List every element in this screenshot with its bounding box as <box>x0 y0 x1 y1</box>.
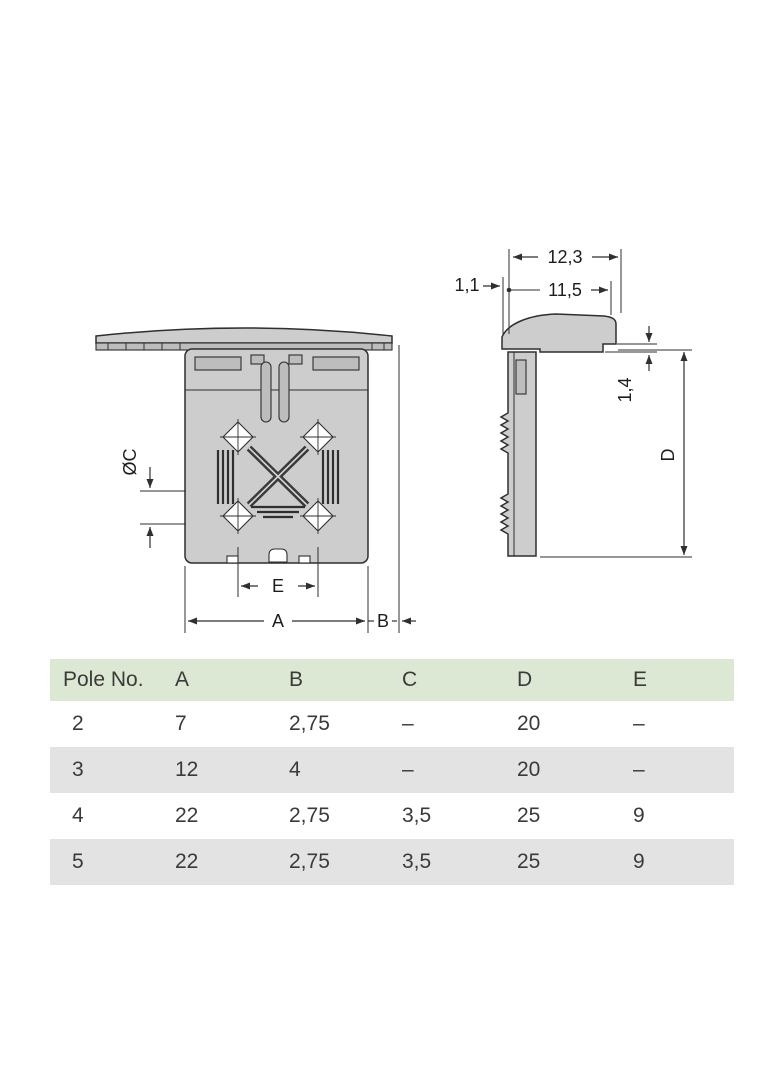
front-slot-right <box>312 356 360 371</box>
table-cell: 12 <box>175 758 199 781</box>
table-header-c: C <box>402 668 418 691</box>
table-cell: 7 <box>175 712 187 735</box>
table-cell: – <box>402 712 414 735</box>
table-cell: 4 <box>289 758 301 781</box>
dim-label-1-4: 1,4 <box>615 377 635 402</box>
table-row-pole-4: 4 22 2,75 3,5 25 9 <box>50 793 734 839</box>
table-cell: 5 <box>72 850 84 873</box>
dim-label-b: B <box>377 611 389 631</box>
hatch-right <box>321 450 340 504</box>
side-body <box>499 351 537 557</box>
hatch-bottom <box>251 505 305 519</box>
front-dimensions: ØC E A B <box>120 345 416 633</box>
table-cell: 22 <box>175 804 199 827</box>
dim-label-a: A <box>272 611 284 631</box>
table-header-d: D <box>517 668 533 691</box>
hatch-left <box>216 450 235 504</box>
table-header-pole-no: Pole No. <box>63 668 144 691</box>
front-slot-left <box>194 356 242 371</box>
dim-label-c: ØC <box>120 448 140 475</box>
table-cell: 9 <box>633 804 645 827</box>
front-rail-ticks <box>107 343 385 350</box>
mounting-marks <box>220 419 336 534</box>
dimension-table: Pole No. A B C D E 2 7 2,75 – 20 – 3 12 … <box>50 659 734 885</box>
table-header-b: B <box>289 668 304 691</box>
side-cap <box>501 313 617 353</box>
table-header-row: Pole No. A B C D E <box>50 659 734 701</box>
table-cell: 9 <box>633 850 645 873</box>
table-cell: – <box>402 758 414 781</box>
table-cell: 2,75 <box>289 850 330 873</box>
push-button-right <box>278 361 290 423</box>
table-cell: 2,75 <box>289 804 330 827</box>
technical-drawing: ØC E A B <box>95 247 692 633</box>
front-cap <box>95 327 393 344</box>
x-marking <box>246 445 310 508</box>
dim-label-d: D <box>658 449 678 462</box>
table-cell: 4 <box>72 804 84 827</box>
table-cell: 3,5 <box>402 804 432 827</box>
table-cell: 2,75 <box>289 712 330 735</box>
table-row-pole-5: 5 22 2,75 3,5 25 9 <box>50 839 734 885</box>
table-cell: 25 <box>517 850 541 873</box>
table-row-pole-2: 2 7 2,75 – 20 – <box>50 701 734 747</box>
bottom-notch <box>268 548 288 563</box>
table-cell: 3,5 <box>402 850 432 873</box>
dim-label-1-1: 1,1 <box>454 275 479 295</box>
table-cell: 20 <box>517 712 541 735</box>
table-cell: 20 <box>517 758 541 781</box>
table-cell: 3 <box>72 758 84 781</box>
table-cell: 22 <box>175 850 199 873</box>
side-view <box>499 313 617 557</box>
dim-label-11-5: 11,5 <box>548 280 582 300</box>
table-cell: – <box>633 712 645 735</box>
table-header-e: E <box>633 668 648 691</box>
table-header-a: A <box>175 668 190 691</box>
front-view <box>95 327 393 564</box>
dim-label-12-3: 12,3 <box>547 247 582 267</box>
table-cell: 25 <box>517 804 541 827</box>
table-row-pole-3: 3 12 4 – 20 – <box>50 747 734 793</box>
table-cell: – <box>633 758 645 781</box>
table-cell: 2 <box>72 712 84 735</box>
side-dimensions: 1,1 12,3 11,5 1,4 D <box>454 247 692 558</box>
push-button-left <box>260 361 272 423</box>
front-body <box>184 348 369 564</box>
dim-label-e: E <box>272 576 284 596</box>
